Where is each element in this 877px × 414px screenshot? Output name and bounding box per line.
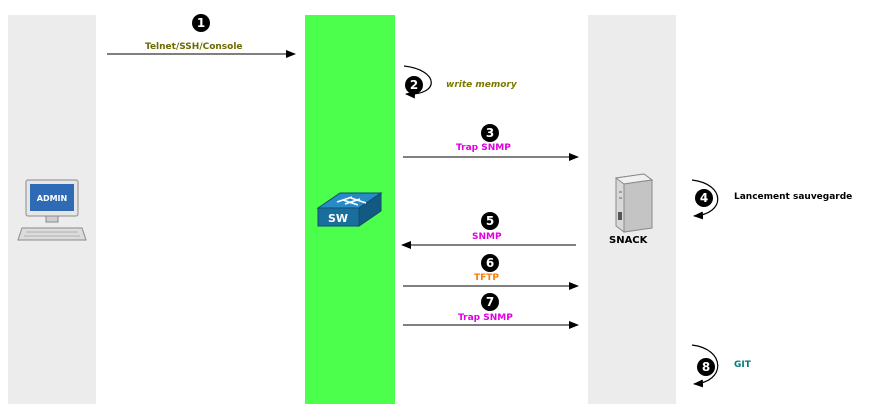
- step-3-badge: 3: [481, 124, 499, 142]
- step-7-label: Trap SNMP: [458, 313, 513, 323]
- arrow-step-4: [691, 179, 719, 220]
- arrow-step-8: [691, 344, 719, 388]
- step-6-badge: 6: [481, 254, 499, 272]
- step-4-badge: 4: [695, 189, 713, 207]
- step-1-label: Telnet/SSH/Console: [145, 42, 243, 52]
- step-2-label: write memory: [446, 80, 517, 90]
- step-4-label: Lancement sauvegarde: [734, 192, 853, 202]
- step-1-badge: 1: [192, 14, 210, 32]
- step-5-label: SNMP: [472, 232, 502, 242]
- server-icon: [614, 173, 654, 233]
- admin-computer-icon: ADMIN: [17, 179, 87, 241]
- step-7-badge: 7: [481, 293, 499, 311]
- step-8-badge: 8: [697, 358, 715, 376]
- step-8-label: GIT: [734, 360, 751, 370]
- step-5-badge: 5: [481, 212, 499, 230]
- admin-screen-label: ADMIN: [37, 194, 67, 203]
- switch-label: SW: [328, 212, 348, 225]
- switch-icon: SW: [316, 192, 383, 227]
- step-6-label: TFTP: [474, 273, 500, 283]
- server-label: SNACK: [609, 235, 648, 246]
- step-3-label: Trap SNMP: [456, 143, 511, 153]
- step-2-badge: 2: [405, 76, 423, 94]
